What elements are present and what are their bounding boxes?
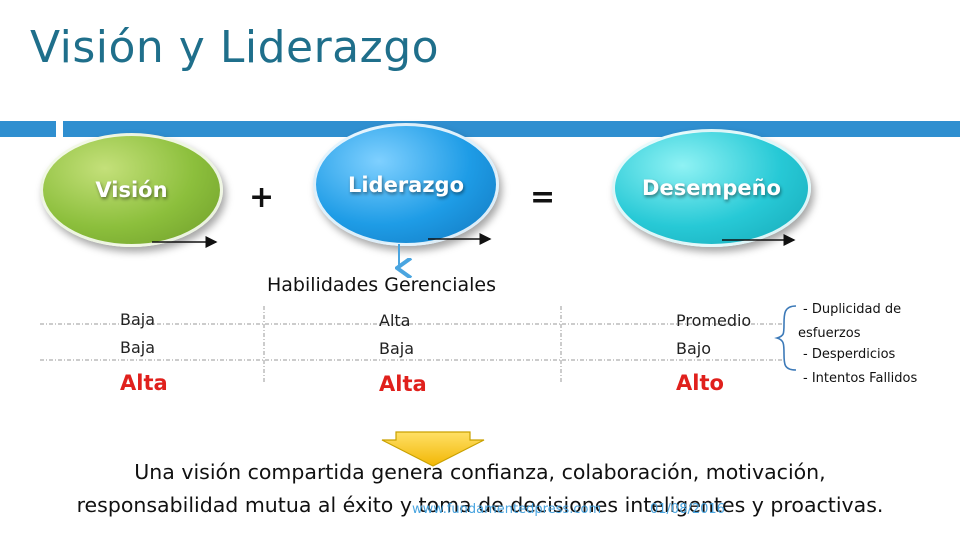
slide-title: Visión y Liderazgo bbox=[30, 22, 440, 73]
footer-text: Una visión compartida genera confianza, … bbox=[20, 456, 940, 522]
note-duplicidad: - Duplicidad de bbox=[803, 302, 902, 317]
note-desperdicios: - Desperdicios bbox=[803, 347, 896, 362]
cell-col1-row3: Alta bbox=[120, 371, 168, 395]
cell-col2-row3: Alta bbox=[379, 372, 427, 396]
cell-col3-row2: Bajo bbox=[676, 339, 712, 358]
watermark-date: 01/08/2016 bbox=[650, 502, 725, 517]
notes-brace bbox=[774, 305, 797, 371]
cell-col2-row1: Alta bbox=[379, 311, 411, 330]
cell-col1-row2: Baja bbox=[120, 338, 156, 357]
plus-operator: + bbox=[249, 180, 275, 215]
watermark-url: www.fundamentedpress.com bbox=[412, 502, 602, 517]
cell-col1-row1: Baja bbox=[120, 310, 156, 329]
desempeno-circle: Desempeño bbox=[612, 129, 811, 247]
cell-col3-row3: Alto bbox=[676, 371, 724, 395]
vision-circle: Visión bbox=[40, 133, 223, 247]
note-intentos: - Intentos Fallidos bbox=[803, 371, 918, 386]
yellow-down-arrow bbox=[381, 431, 485, 467]
accent-bar-small bbox=[0, 121, 56, 137]
footer-line-1: Una visión compartida genera confianza, … bbox=[134, 460, 826, 484]
cell-col3-row1: Promedio bbox=[676, 311, 752, 330]
liderazgo-label: Liderazgo bbox=[347, 172, 465, 197]
habilidades-label: Habilidades Gerenciales bbox=[267, 274, 496, 296]
cell-col2-row2: Baja bbox=[379, 339, 415, 358]
note-esfuerzos: esfuerzos bbox=[798, 326, 861, 341]
footer-line-2: responsabilidad mutua al éxito y toma de… bbox=[76, 493, 884, 517]
desempeno-label: Desempeño bbox=[642, 176, 781, 200]
vision-label: Visión bbox=[95, 178, 168, 202]
equals-operator: = bbox=[530, 180, 556, 215]
liderazgo-circle: Liderazgo bbox=[313, 123, 499, 246]
